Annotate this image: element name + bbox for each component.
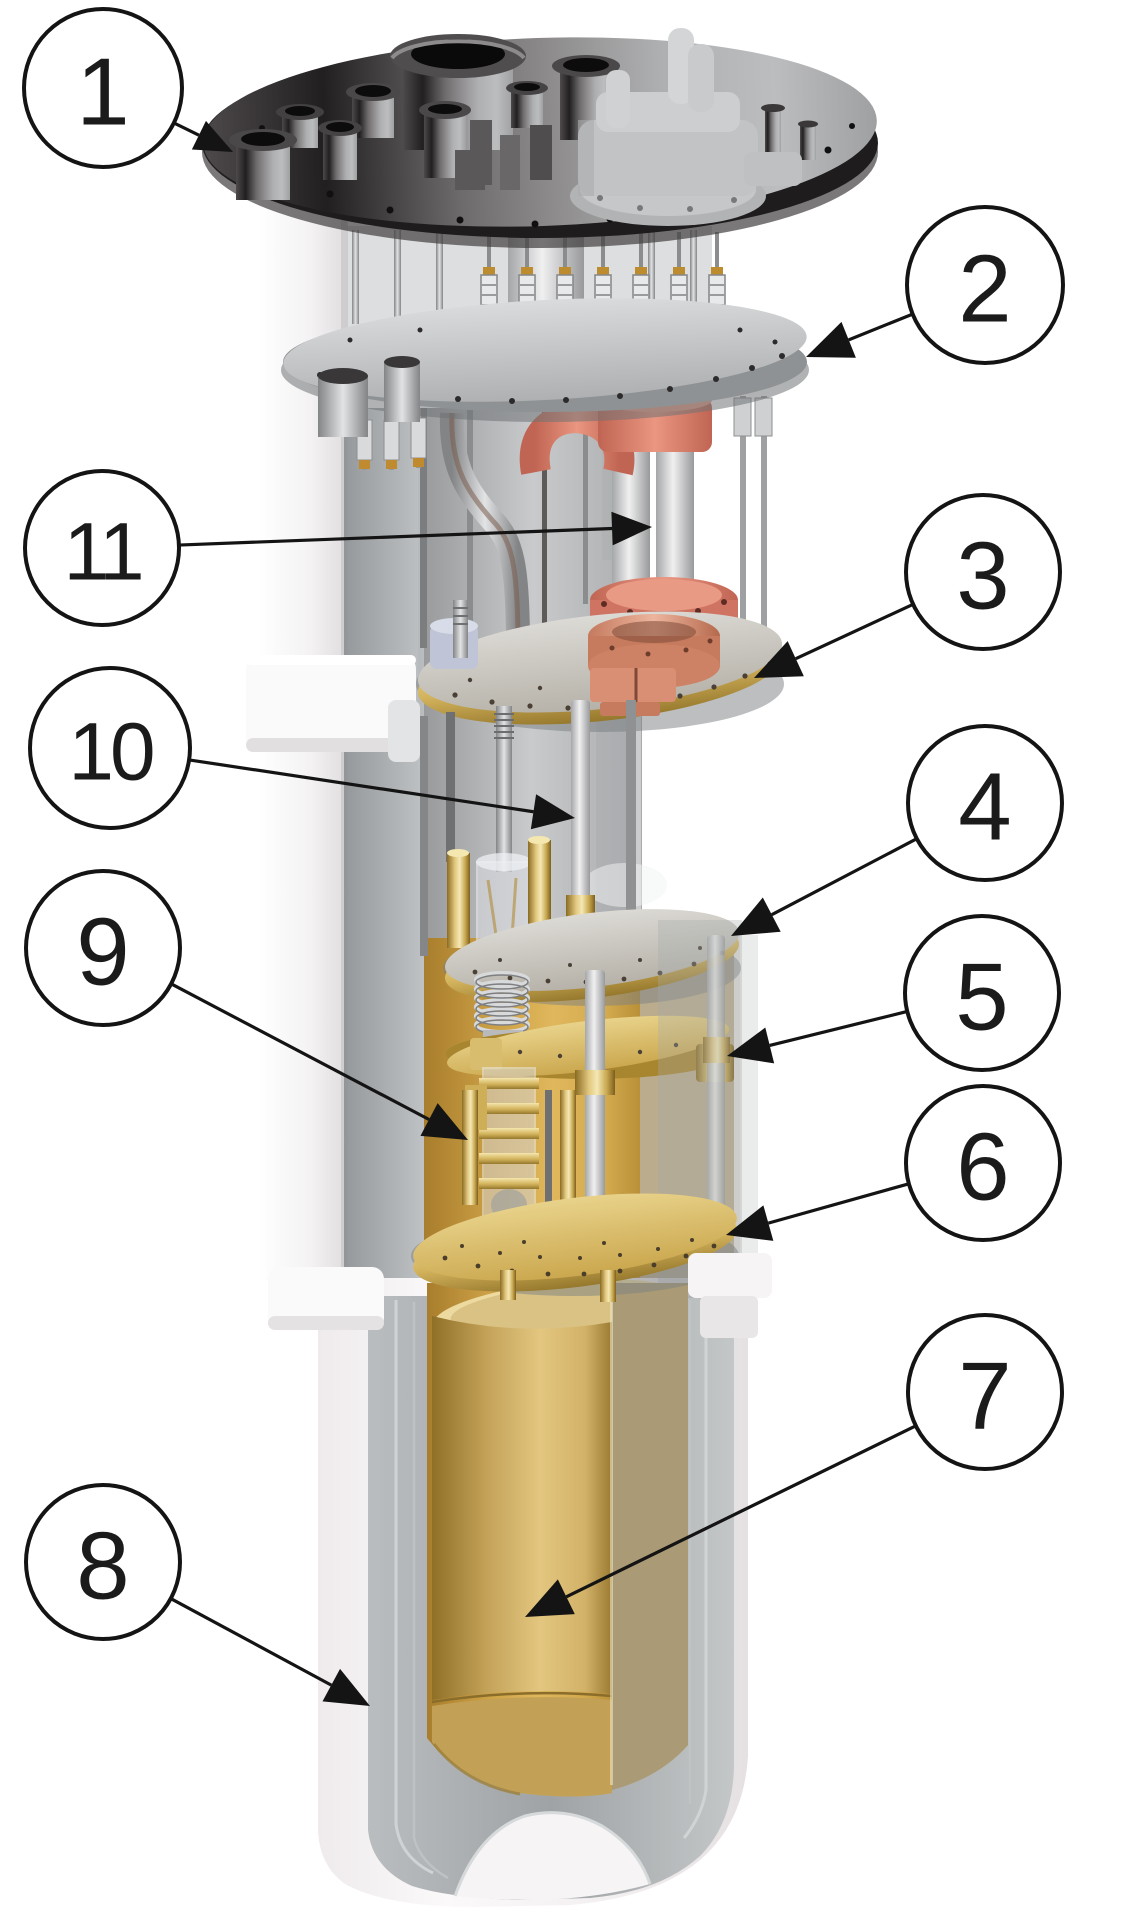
gold-can [427, 1279, 688, 1797]
leader-line [767, 1182, 910, 1225]
callout-circle [28, 666, 192, 830]
leader-line [170, 1597, 333, 1687]
callout-label: 9 [76, 899, 129, 1006]
arrowhead-icon [754, 641, 804, 678]
leader-line [771, 837, 918, 917]
gold-plate-mid [443, 909, 741, 1006]
callout-3: 3 [754, 493, 1062, 678]
callout-label: 11 [63, 507, 141, 598]
callout-circle [24, 869, 182, 1027]
outer-shell-flanges [246, 655, 772, 1338]
port-cluster [229, 34, 818, 200]
leader-line [769, 1009, 908, 1048]
callout-circle [24, 1483, 182, 1641]
arrowhead-icon [726, 1205, 774, 1241]
callout-label: 8 [76, 1513, 129, 1620]
copper-stage [588, 614, 720, 716]
callout-label: 7 [958, 1343, 1011, 1450]
callout-label: 10 [68, 707, 153, 798]
callout-label: 2 [958, 236, 1011, 343]
callout-circle [906, 1313, 1064, 1471]
callout-1: 1 [22, 7, 233, 169]
callout-7: 7 [525, 1313, 1064, 1617]
callout-label: 3 [956, 523, 1009, 630]
gold-plate-lower [411, 1193, 739, 1302]
callout-9: 9 [24, 869, 468, 1140]
second-stage-plate [281, 298, 809, 437]
top-plate [202, 28, 878, 248]
callout-circle [903, 914, 1061, 1072]
callout-10: 10 [28, 666, 575, 830]
callout-circle [906, 724, 1064, 882]
leader-line [795, 602, 914, 661]
callout-5: 5 [727, 914, 1061, 1072]
callout-label: 4 [958, 754, 1011, 861]
leader-line [170, 982, 430, 1121]
callout-circle [23, 469, 181, 627]
callout-label: 5 [955, 944, 1008, 1051]
leader-line [565, 1424, 917, 1599]
callout-circle [22, 7, 184, 169]
arrowhead-icon [525, 1579, 575, 1617]
arrowhead-icon [727, 1027, 775, 1064]
arrowhead-icon [530, 794, 575, 830]
pulse-tube-head [570, 28, 802, 226]
callout-11: 11 [23, 469, 652, 627]
callout-circle [904, 493, 1062, 651]
callout-circle [904, 1084, 1062, 1242]
arrowhead-icon [611, 511, 652, 546]
callout-8: 8 [24, 1483, 370, 1706]
callout-2: 2 [806, 205, 1065, 365]
arrowhead-icon [322, 1668, 370, 1706]
leader-line [188, 758, 534, 814]
arrowhead-icon [191, 120, 233, 152]
leader-line [178, 526, 613, 547]
arrowhead-icon [420, 1103, 468, 1140]
top-assembly [202, 28, 878, 437]
leader-line [848, 312, 914, 342]
leader-line [173, 121, 200, 137]
callout-4: 4 [731, 724, 1064, 936]
callout-6: 6 [726, 1084, 1062, 1242]
arrowhead-icon [731, 897, 781, 936]
callout-label: 6 [956, 1114, 1009, 1221]
callout-label: 1 [76, 39, 129, 146]
callout-layer: 1 2 3 4 5 6 7 8 9 10 11 [22, 7, 1065, 1706]
arrowhead-icon [806, 321, 856, 358]
gold-plate-upper [416, 600, 784, 732]
callout-circle [905, 205, 1065, 365]
